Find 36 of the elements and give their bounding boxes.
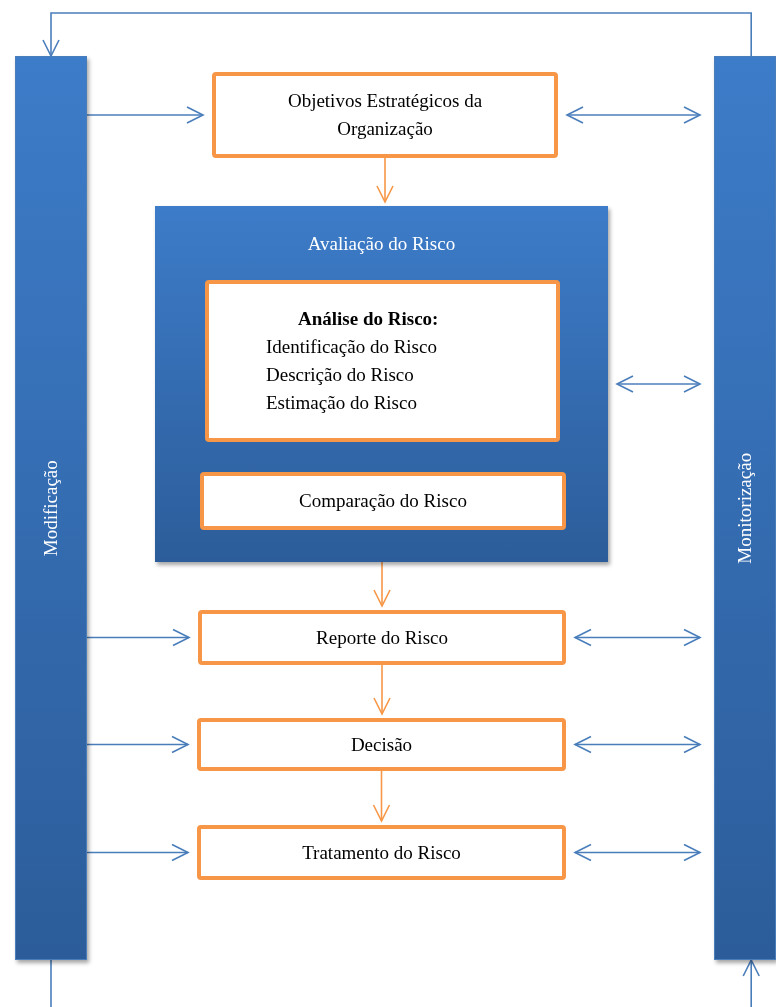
panel-title: Avaliação do Risco (306, 232, 457, 256)
bar-label: Modificação (38, 460, 62, 556)
list-item: Estimação do Risco (266, 391, 417, 415)
group-panel (155, 206, 608, 562)
arrow (574, 843, 701, 862)
bar-label: Monitorização (732, 452, 756, 564)
process-box (197, 718, 566, 771)
arrow (566, 106, 701, 124)
process-box (200, 472, 566, 530)
process-box (205, 280, 560, 442)
box-label: Reporte do Risco (316, 625, 448, 650)
arrow (372, 770, 391, 822)
arrow (86, 843, 189, 862)
box-label: Decisão (350, 732, 413, 757)
process-box (198, 610, 566, 665)
arrow (373, 561, 391, 607)
box-label: Objetivos Estratégicos da Organização (286, 89, 484, 141)
arrow (616, 375, 701, 393)
arrow (86, 628, 190, 647)
arrow (742, 959, 760, 1007)
arrow (86, 106, 204, 124)
process-box (212, 72, 558, 158)
arrow (376, 157, 394, 203)
arrow (42, 12, 752, 57)
process-box (197, 825, 566, 880)
side-bar (15, 56, 87, 960)
list-item: Identificação do Risco (266, 335, 437, 359)
box-heading: Análise do Risco: (298, 307, 439, 331)
arrow (574, 735, 701, 754)
box-label: Tratamento do Risco (302, 840, 461, 865)
side-bar (714, 56, 776, 960)
arrow (86, 735, 189, 754)
box-label: Comparação do Risco (299, 489, 467, 513)
arrow (373, 664, 391, 715)
list-item: Descrição do Risco (266, 363, 414, 387)
arrow (574, 628, 701, 647)
